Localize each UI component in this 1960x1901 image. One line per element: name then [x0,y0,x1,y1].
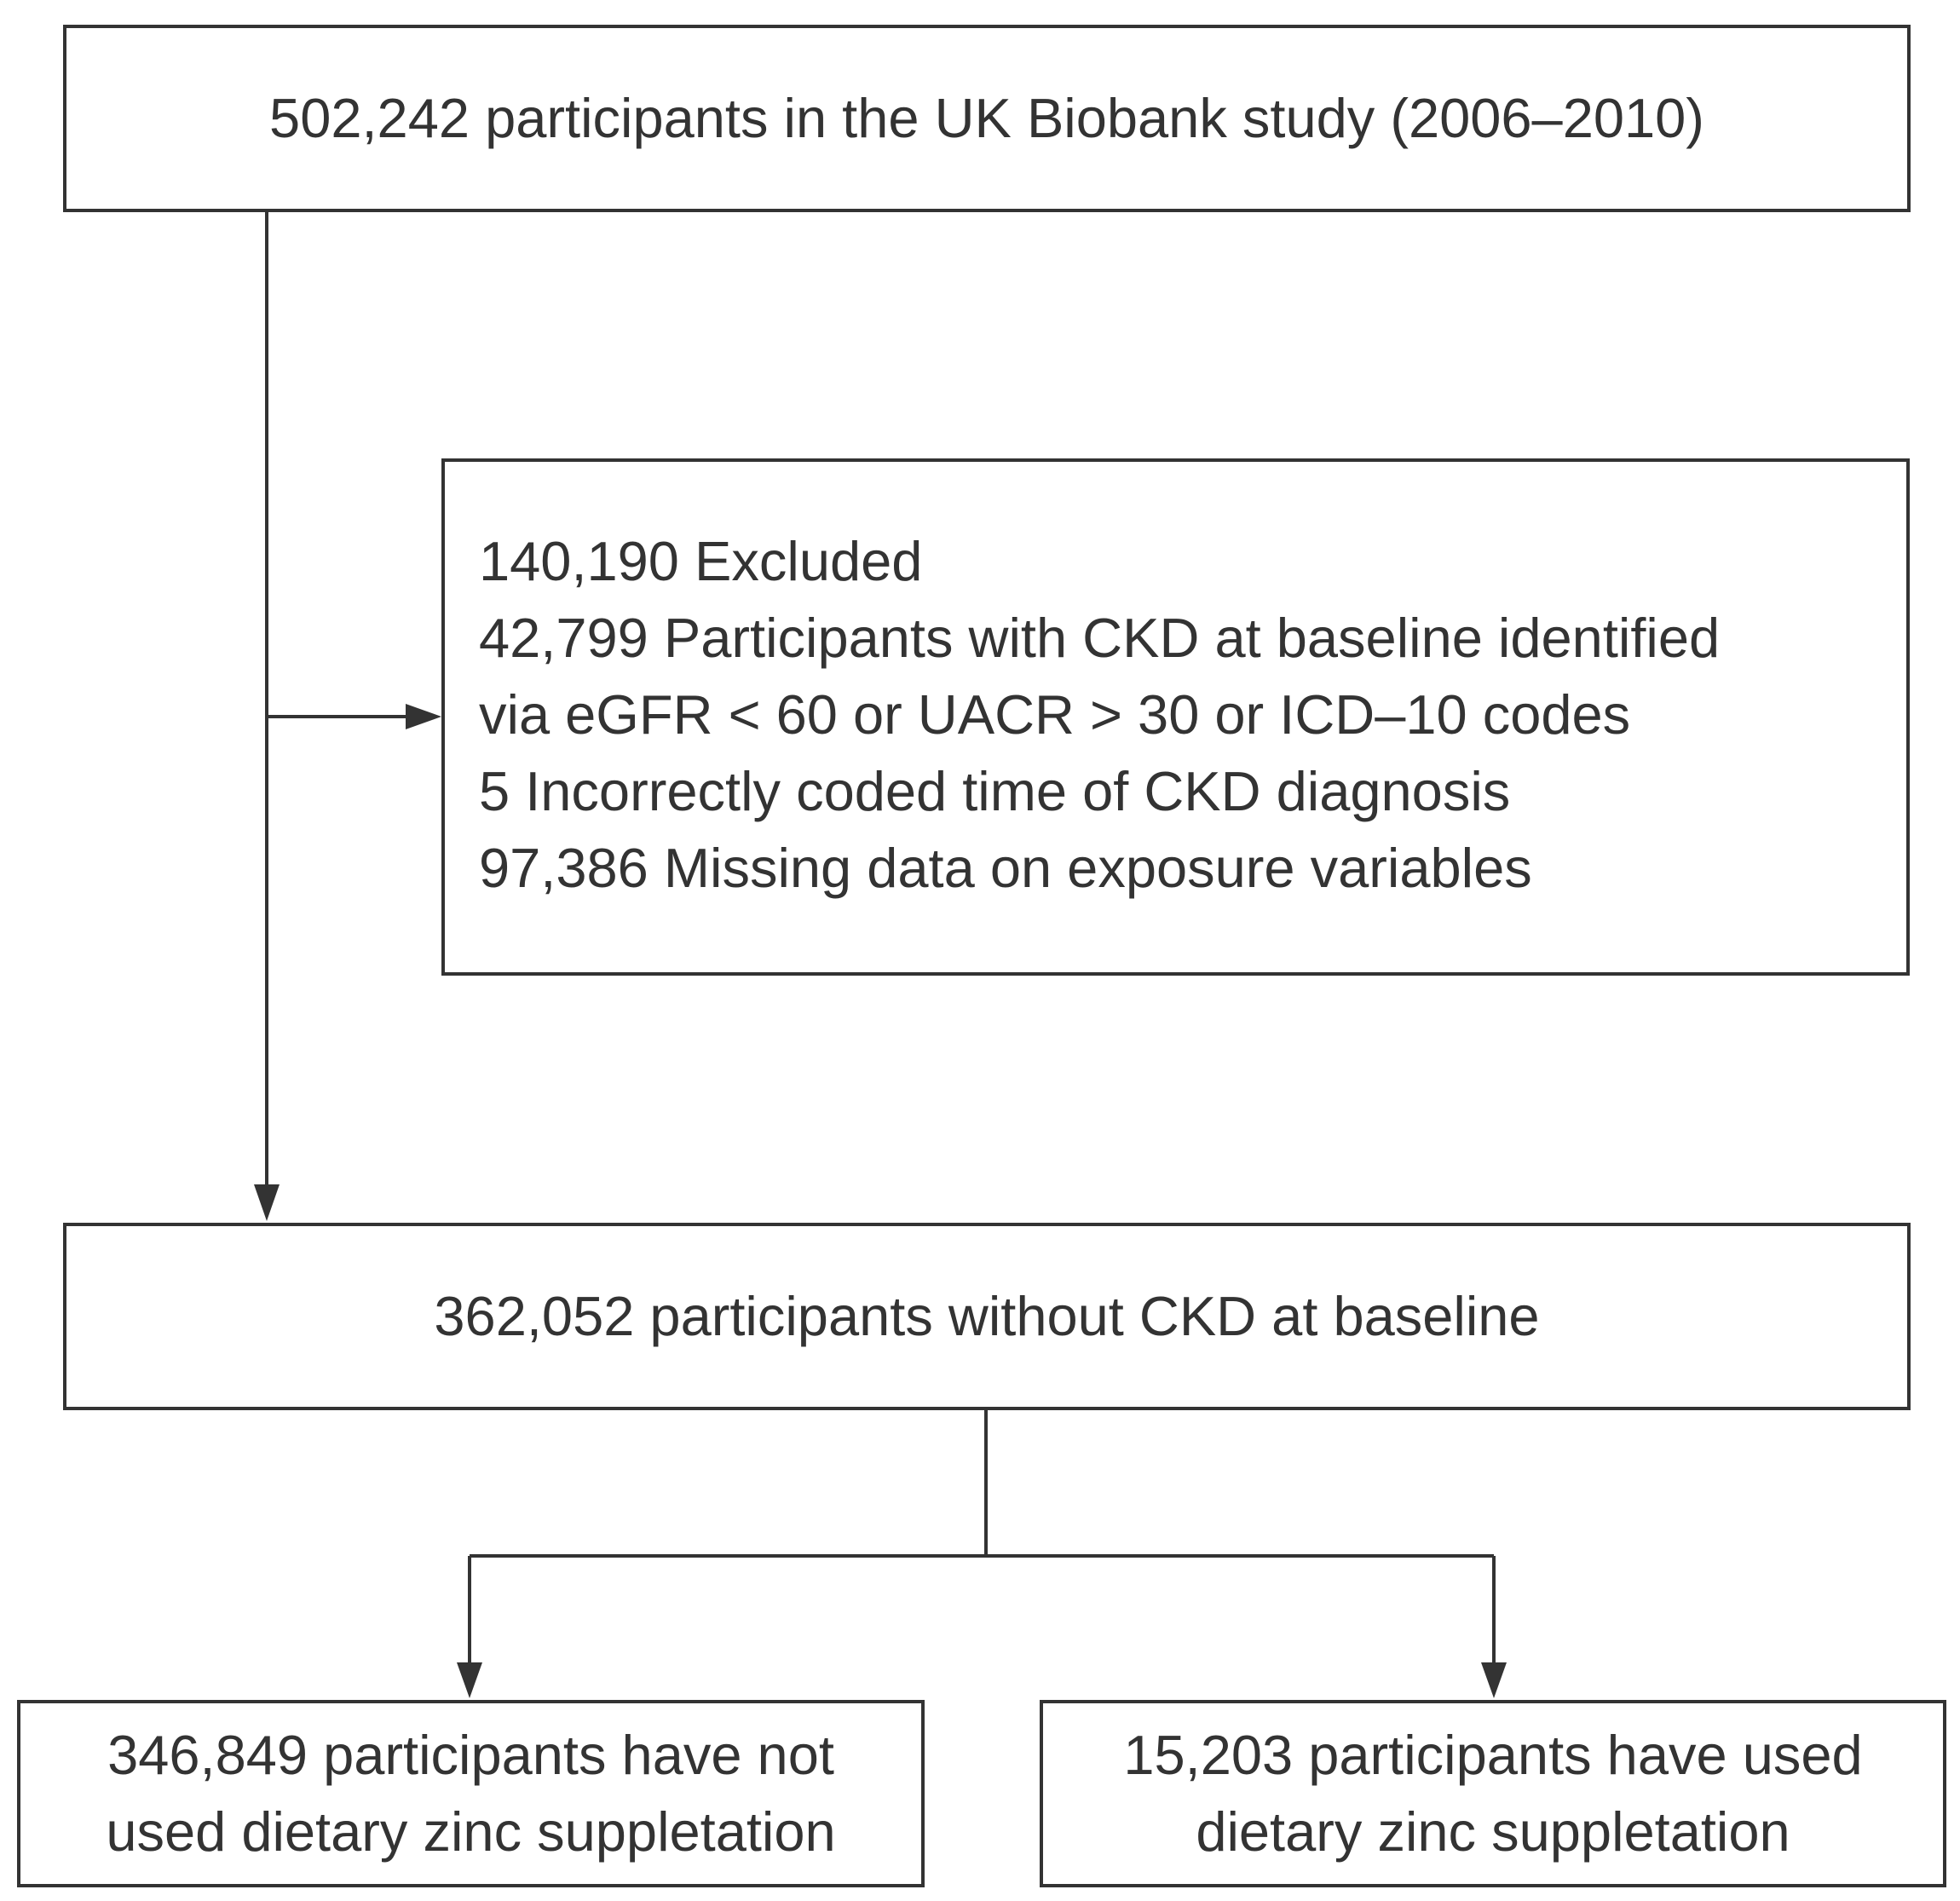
arrowhead-to-right [1481,1662,1507,1698]
arrowhead-to-middle [254,1184,280,1221]
users-line-2: dietary zinc suppletation [1196,1800,1790,1863]
arrowhead-to-excluded [406,704,441,729]
non-users-box: 346,849 participants have not used dieta… [17,1700,925,1887]
users-box: 15,203 participants have used dietary zi… [1040,1700,1946,1887]
exclusion-miscoded: 5 Incorrectly coded time of CKD diagnosi… [479,760,1511,822]
non-users-lines: 346,849 participants have not used dieta… [106,1717,835,1870]
analytic-cohort-box: 362,052 participants without CKD at base… [63,1223,1911,1410]
non-users-line-1: 346,849 participants have not [107,1724,834,1786]
users-lines: 15,203 participants have used dietary zi… [1123,1717,1862,1870]
enrollment-box: 502,242 participants in the UK Biobank s… [63,25,1911,212]
exclusion-missing-data: 97,386 Missing data on exposure variable… [479,837,1532,899]
exclusion-lines: 140,190 Excluded 42,799 Participants wit… [479,523,1720,907]
arrowhead-to-left [457,1662,482,1698]
non-users-line-2: used dietary zinc suppletation [106,1800,836,1863]
exclusion-ckd-criteria: via eGFR < 60 or UACR > 30 or ICD–10 cod… [479,683,1631,746]
users-line-1: 15,203 participants have used [1123,1724,1863,1786]
exclusion-ckd: 42,799 Participants with CKD at baseline… [479,607,1721,669]
analytic-cohort-text: 362,052 participants without CKD at base… [434,1285,1540,1347]
exclusion-total: 140,190 Excluded [479,530,923,592]
exclusion-box: 140,190 Excluded 42,799 Participants wit… [441,458,1910,976]
enrollment-text: 502,242 participants in the UK Biobank s… [269,87,1704,149]
